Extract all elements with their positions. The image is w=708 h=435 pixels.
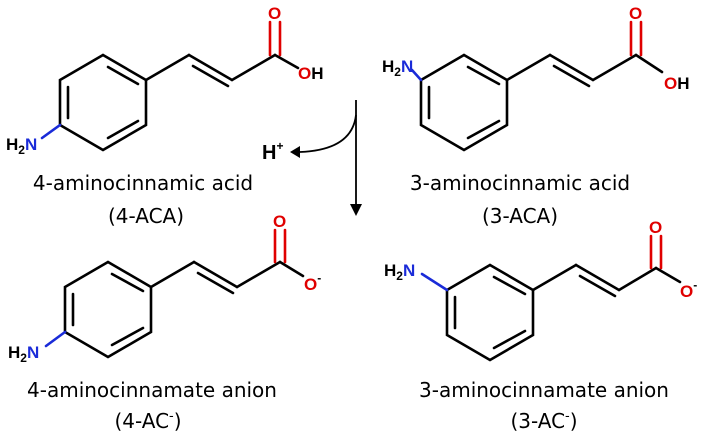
carbonyl-oxygen-label: O [273,212,286,231]
hydroxyl-label: OH [664,74,690,93]
carboxylate-oxygen-label: O- [680,278,697,301]
molecule-4-ac-anion: O O- H2N [8,212,321,365]
caption-3-aca-abbr: (3-ACA) [482,204,558,228]
molecule-3-aca: O OH H2N [382,4,690,152]
amine-label: H2N [6,135,37,157]
acrylic-side-chain [144,20,300,88]
proton-release-arrow [299,114,357,153]
benzene-ring [419,53,509,152]
carboxylate-oxygen-label: O- [304,271,321,294]
acrylic-side-chain [505,20,664,88]
amine-label: H2N [8,343,39,365]
deprotonation-arrow [290,100,362,216]
caption-4-aca-abbr: (4-ACA) [108,204,184,228]
amine-bond [410,68,423,82]
carbonyl-oxygen-label: O [629,4,642,23]
benzene-ring [63,260,153,359]
acrylic-side-chain [531,234,682,298]
benzene-ring [58,53,148,152]
amine-bond [44,330,67,348]
amine-bond [420,272,449,292]
carbonyl-oxygen-label: O [268,4,281,23]
benzene-ring [445,263,535,362]
proton-label: H+ [262,139,283,164]
amine-label: H2N [382,57,413,79]
caption-3-aca-name: 3-aminocinnamic acid [410,171,630,195]
caption-4-ac-name: 4-aminocinnamate anion [27,378,277,402]
caption-4-aca-name: 4-aminocinnamic acid [33,171,253,195]
amine-bond [40,123,62,140]
caption-3-ac-abbr: (3-AC-) [510,409,577,433]
molecule-3-ac-anion: O O- H2N [384,218,697,362]
molecule-4-aca: O OH H2N [6,4,324,157]
carbonyl-oxygen-label: O [649,218,662,237]
acrylic-side-chain [149,228,305,295]
caption-4-ac-abbr: (4-AC-) [114,409,181,433]
main-arrowhead [350,204,362,216]
amine-label: H2N [384,261,415,283]
proton-arrowhead [290,146,300,158]
caption-3-ac-name: 3-aminocinnamate anion [419,378,669,402]
hydroxyl-label: OH [298,64,324,83]
